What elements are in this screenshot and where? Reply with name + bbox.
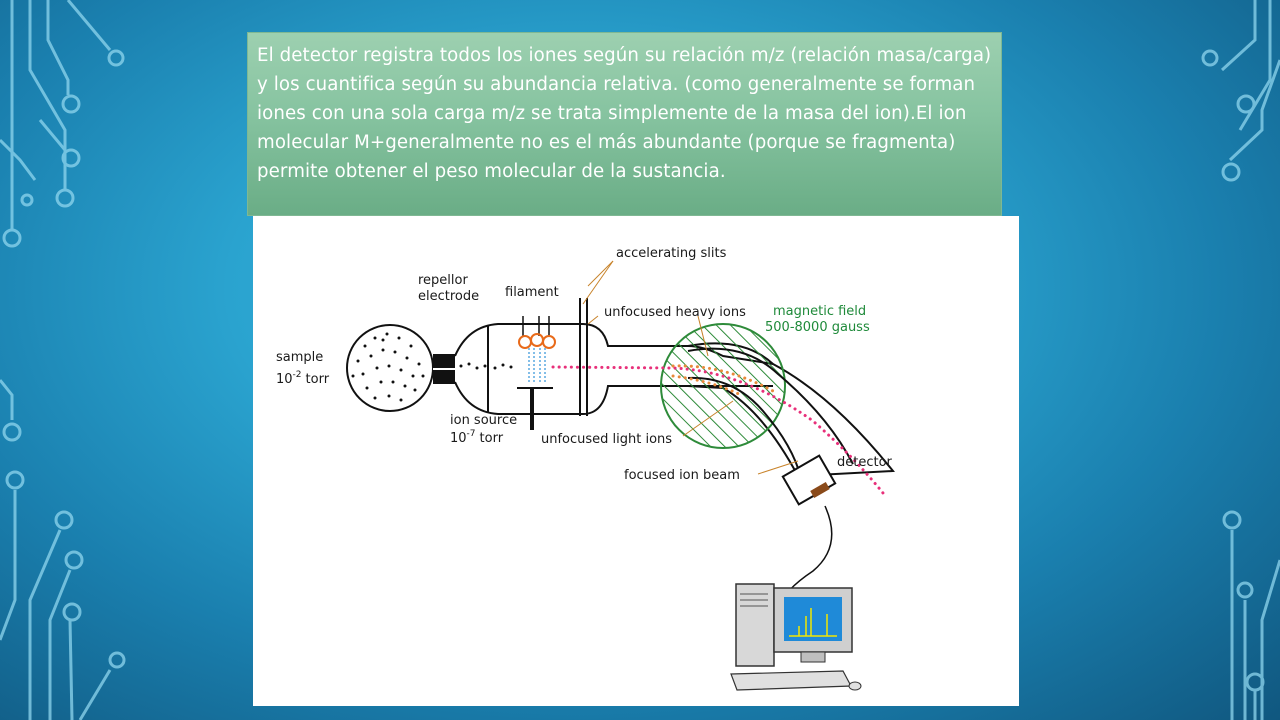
magnetic-field <box>660 323 786 449</box>
heavy-ions-path <box>671 364 775 393</box>
light-ions-path <box>671 374 745 398</box>
filament <box>517 316 556 430</box>
label-electrode: electrode <box>418 289 479 304</box>
label-unfocused-light-ions: unfocused light ions <box>541 432 672 447</box>
label-ion-source: ion source <box>450 413 517 428</box>
detector <box>781 454 837 506</box>
label-unfocused-heavy-ions: unfocused heavy ions <box>604 305 746 320</box>
label-magnetic-field: magnetic field <box>773 304 866 319</box>
label-accelerating-slits: accelerating slits <box>616 246 727 261</box>
label-gauss: 500-8000 gauss <box>765 320 870 335</box>
label-sample: sample <box>276 350 323 365</box>
computer-icon <box>730 583 862 691</box>
label-repellor: repellor <box>418 273 468 288</box>
label-filament: filament <box>505 285 559 300</box>
caption-text: El detector registra todos los iones seg… <box>257 45 992 182</box>
label-focused-ion-beam: focused ion beam <box>624 468 740 483</box>
caption-text-box: El detector registra todos los iones seg… <box>247 32 1002 216</box>
mass-spectrometer-diagram: accelerating slits repellor electrode fi… <box>253 216 1019 706</box>
sample-flask <box>346 324 434 412</box>
label-detector: detector <box>837 455 893 470</box>
